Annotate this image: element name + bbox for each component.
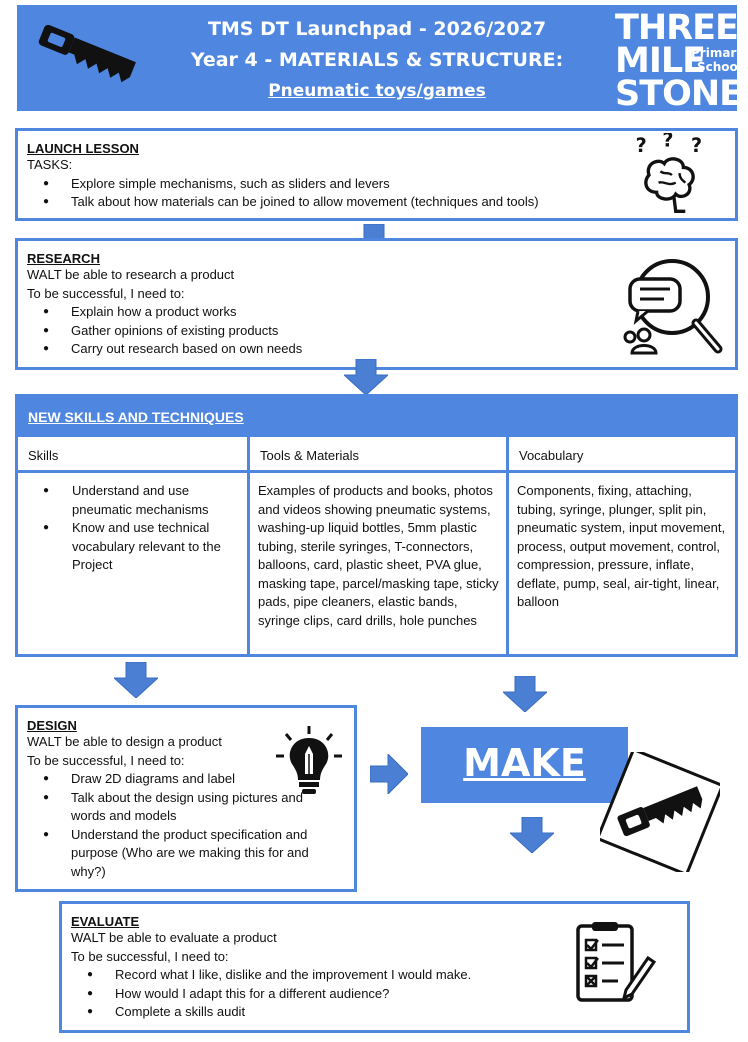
saw-icon — [38, 25, 136, 83]
down-arrow — [114, 662, 158, 698]
title-line-3: Pneumatic toys/games — [268, 81, 486, 101]
list-item: Talk about how materials can be joined t… — [27, 193, 735, 212]
skills-column: ● Understand and use pneumatic mechanisms… — [18, 474, 247, 575]
bullet: ● — [43, 522, 50, 533]
right-arrow — [370, 754, 408, 794]
svg-text:?: ? — [662, 133, 673, 151]
list-item: Explain how a product works — [27, 303, 735, 322]
research-heading: RESEARCH — [27, 251, 100, 266]
checklist-clipboard-icon — [576, 922, 657, 1002]
evaluate-success: To be successful, I need to: — [71, 948, 229, 964]
lightbulb-pencil-icon — [276, 726, 342, 794]
list-item-text: Understand and use pneumatic mechanisms — [72, 483, 209, 517]
down-arrow — [503, 676, 547, 712]
svg-text:?: ? — [636, 134, 647, 157]
bullet: ● — [43, 485, 50, 496]
list-item: ● Know and use technical vocabulary relev… — [26, 519, 241, 575]
design-success: To be successful, I need to: — [27, 752, 185, 768]
divider — [506, 434, 509, 657]
logo-sub-school: School — [697, 60, 742, 74]
list-item: Record what I like, dislike and the impr… — [71, 966, 687, 985]
list-item-text: Know and use technical vocabulary releva… — [72, 520, 221, 572]
list-item: Explore simple mechanisms, such as slide… — [27, 175, 735, 194]
launch-lesson-box: LAUNCH LESSON TASKS: Explore simple mech… — [15, 128, 738, 221]
list-item: Understand the product specification and… — [27, 826, 336, 882]
skills-title: NEW SKILLS AND TECHNIQUES — [18, 397, 735, 434]
make-box: MAKE — [421, 727, 628, 803]
design-heading: DESIGN — [27, 718, 77, 733]
school-logo: THREE MILE Primary School STONE — [611, 8, 744, 112]
launch-list: Explore simple mechanisms, such as slide… — [27, 175, 735, 212]
down-arrow — [510, 817, 554, 853]
col-head-skills: Skills — [28, 448, 59, 463]
research-walt: WALT be able to research a product — [27, 267, 235, 282]
svg-text:?: ? — [691, 134, 702, 157]
title-line-1: TMS DT Launchpad - 2026/2027 — [207, 18, 547, 40]
evaluate-walt: WALT be able to evaluate a product — [71, 930, 277, 945]
research-success: To be successful, I need to: — [27, 285, 185, 301]
logo-word-stone: STONE — [615, 74, 743, 114]
divider — [18, 470, 735, 473]
page-header: TMS DT Launchpad - 2026/2027 Year 4 - MA… — [17, 5, 744, 112]
logo-word-three: THREE — [615, 8, 739, 48]
list-item: Gather opinions of existing products — [27, 322, 735, 341]
research-magnifier-icon — [623, 259, 723, 355]
col-head-tools: Tools & Materials — [260, 448, 359, 463]
research-list: Explain how a product works Gather opini… — [27, 303, 735, 359]
launch-heading: LAUNCH LESSON — [27, 141, 139, 156]
logo-sub-primary: Primary — [691, 46, 745, 60]
research-box: RESEARCH WALT be able to research a prod… — [15, 238, 738, 370]
vocabulary-column: Components, fixing, attaching, tubing, s… — [517, 483, 726, 609]
tasks-label: TASKS: — [27, 157, 73, 172]
list-item: Complete a skills audit — [71, 1003, 687, 1022]
list-item: Carry out research based on own needs — [27, 340, 735, 359]
brain-question-icon: ? ? ? — [636, 133, 702, 214]
skills-list: ● Understand and use pneumatic mechanisms… — [26, 482, 241, 575]
divider — [247, 434, 250, 657]
evaluate-box: EVALUATE WALT be able to evaluate a prod… — [59, 901, 690, 1033]
design-box: DESIGN WALT be able to design a product … — [15, 705, 357, 892]
saw-icon — [600, 752, 720, 872]
logo-word-mile: MILE — [615, 41, 706, 81]
evaluate-list: Record what I like, dislike and the impr… — [71, 966, 687, 1022]
list-item: Talk about the design using pictures and… — [27, 789, 336, 826]
down-arrow — [344, 359, 388, 395]
list-item: Draw 2D diagrams and label — [27, 770, 336, 789]
tools-column: Examples of products and books, photos a… — [258, 483, 499, 628]
divider — [18, 434, 735, 437]
title-line-2: Year 4 - MATERIALS & STRUCTURE: — [190, 49, 564, 71]
design-walt: WALT be able to design a product — [27, 734, 222, 749]
col-head-vocabulary: Vocabulary — [519, 448, 584, 463]
evaluate-heading: EVALUATE — [71, 914, 140, 929]
list-item: ● Understand and use pneumatic mechanisms — [26, 482, 241, 519]
list-item: How would I adapt this for a different a… — [71, 985, 687, 1004]
design-list: Draw 2D diagrams and label Talk about th… — [27, 770, 354, 881]
skills-table: NEW SKILLS AND TECHNIQUES Skills Tools &… — [15, 394, 738, 657]
